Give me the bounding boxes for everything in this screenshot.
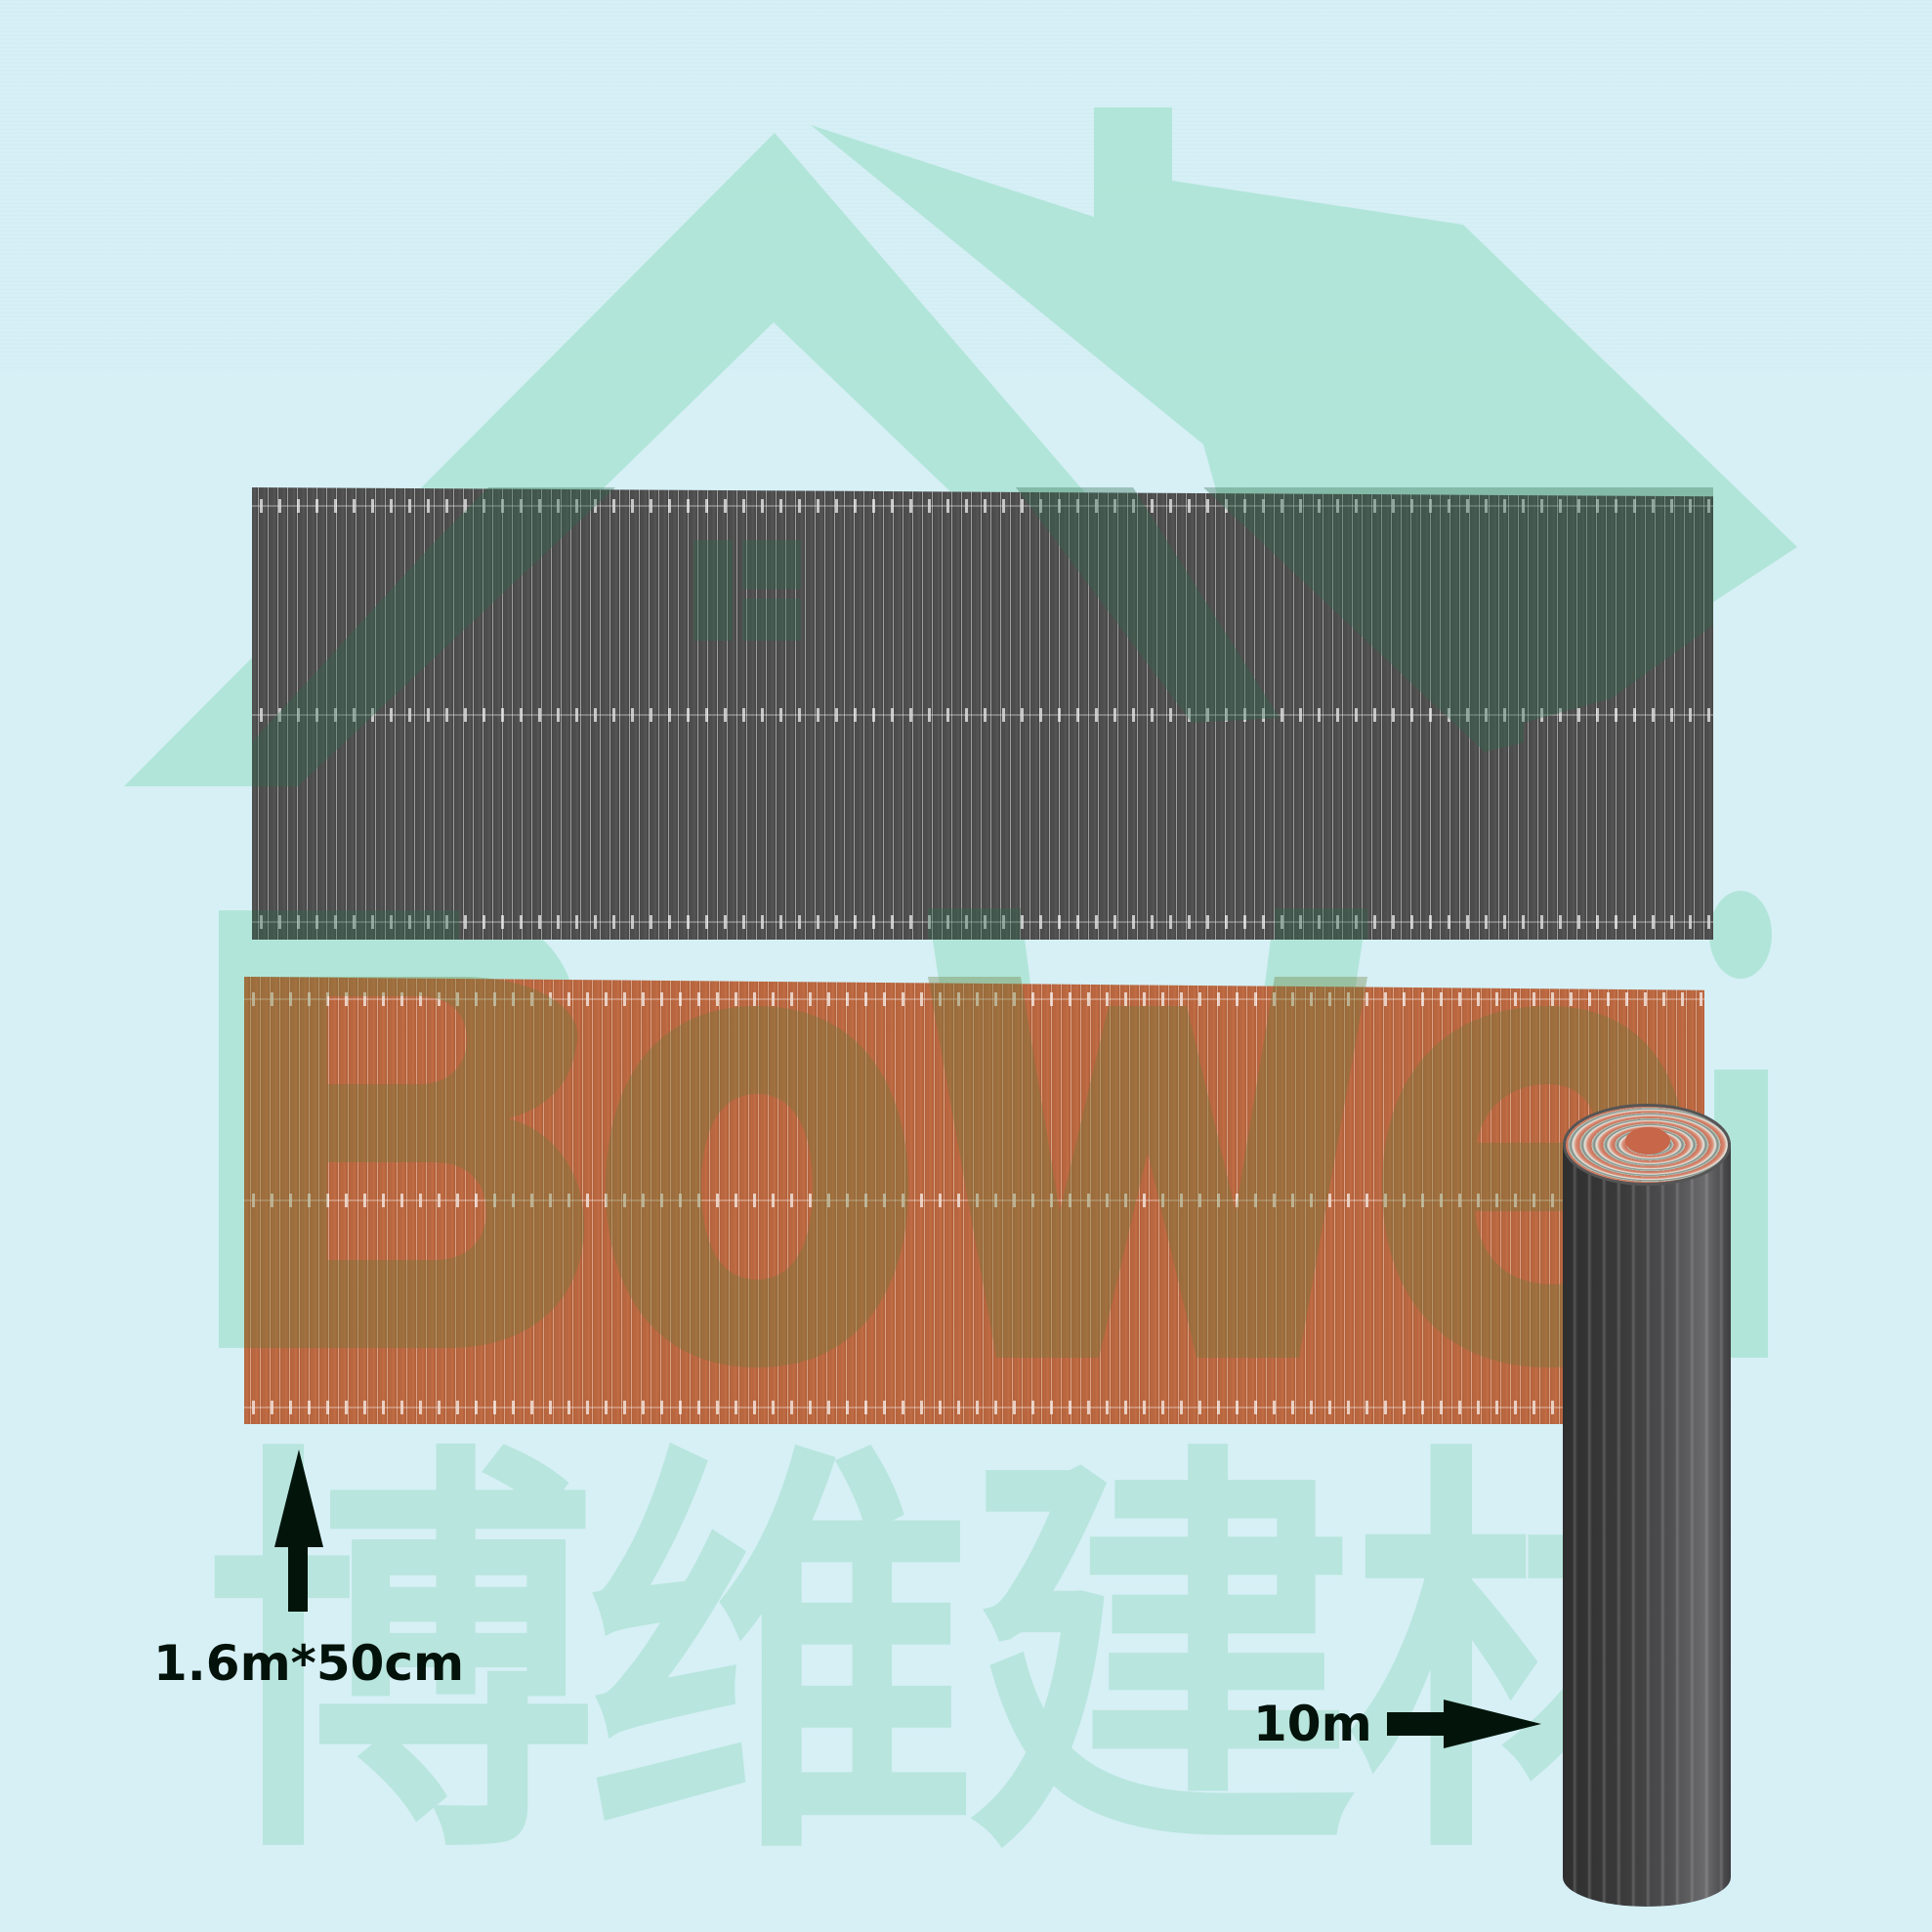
background-texture (0, 0, 1932, 371)
length-dimension-label: 10m (1253, 1696, 1372, 1752)
roll-body (1563, 1143, 1731, 1907)
rolled-screen (1563, 1104, 1731, 1907)
panel-seam (252, 499, 1713, 513)
arrow-up-icon (274, 1449, 323, 1612)
panel-seam (252, 708, 1713, 722)
width-dimension-label: 1.6m*50cm (153, 1635, 465, 1692)
terracotta-corrugated-panel (244, 977, 1704, 1424)
panel-seam (244, 1401, 1704, 1414)
roll-end-spiral (1563, 1104, 1731, 1186)
arrow-right-icon (1387, 1700, 1541, 1748)
panel-seam (244, 1194, 1704, 1207)
roll-core (1625, 1127, 1670, 1155)
panel-seam (252, 915, 1713, 929)
watermark-char: 维 (586, 1414, 977, 1906)
grey-corrugated-panel (252, 487, 1713, 940)
watermark-char: 建 (967, 1414, 1358, 1906)
panel-seam (244, 992, 1704, 1006)
